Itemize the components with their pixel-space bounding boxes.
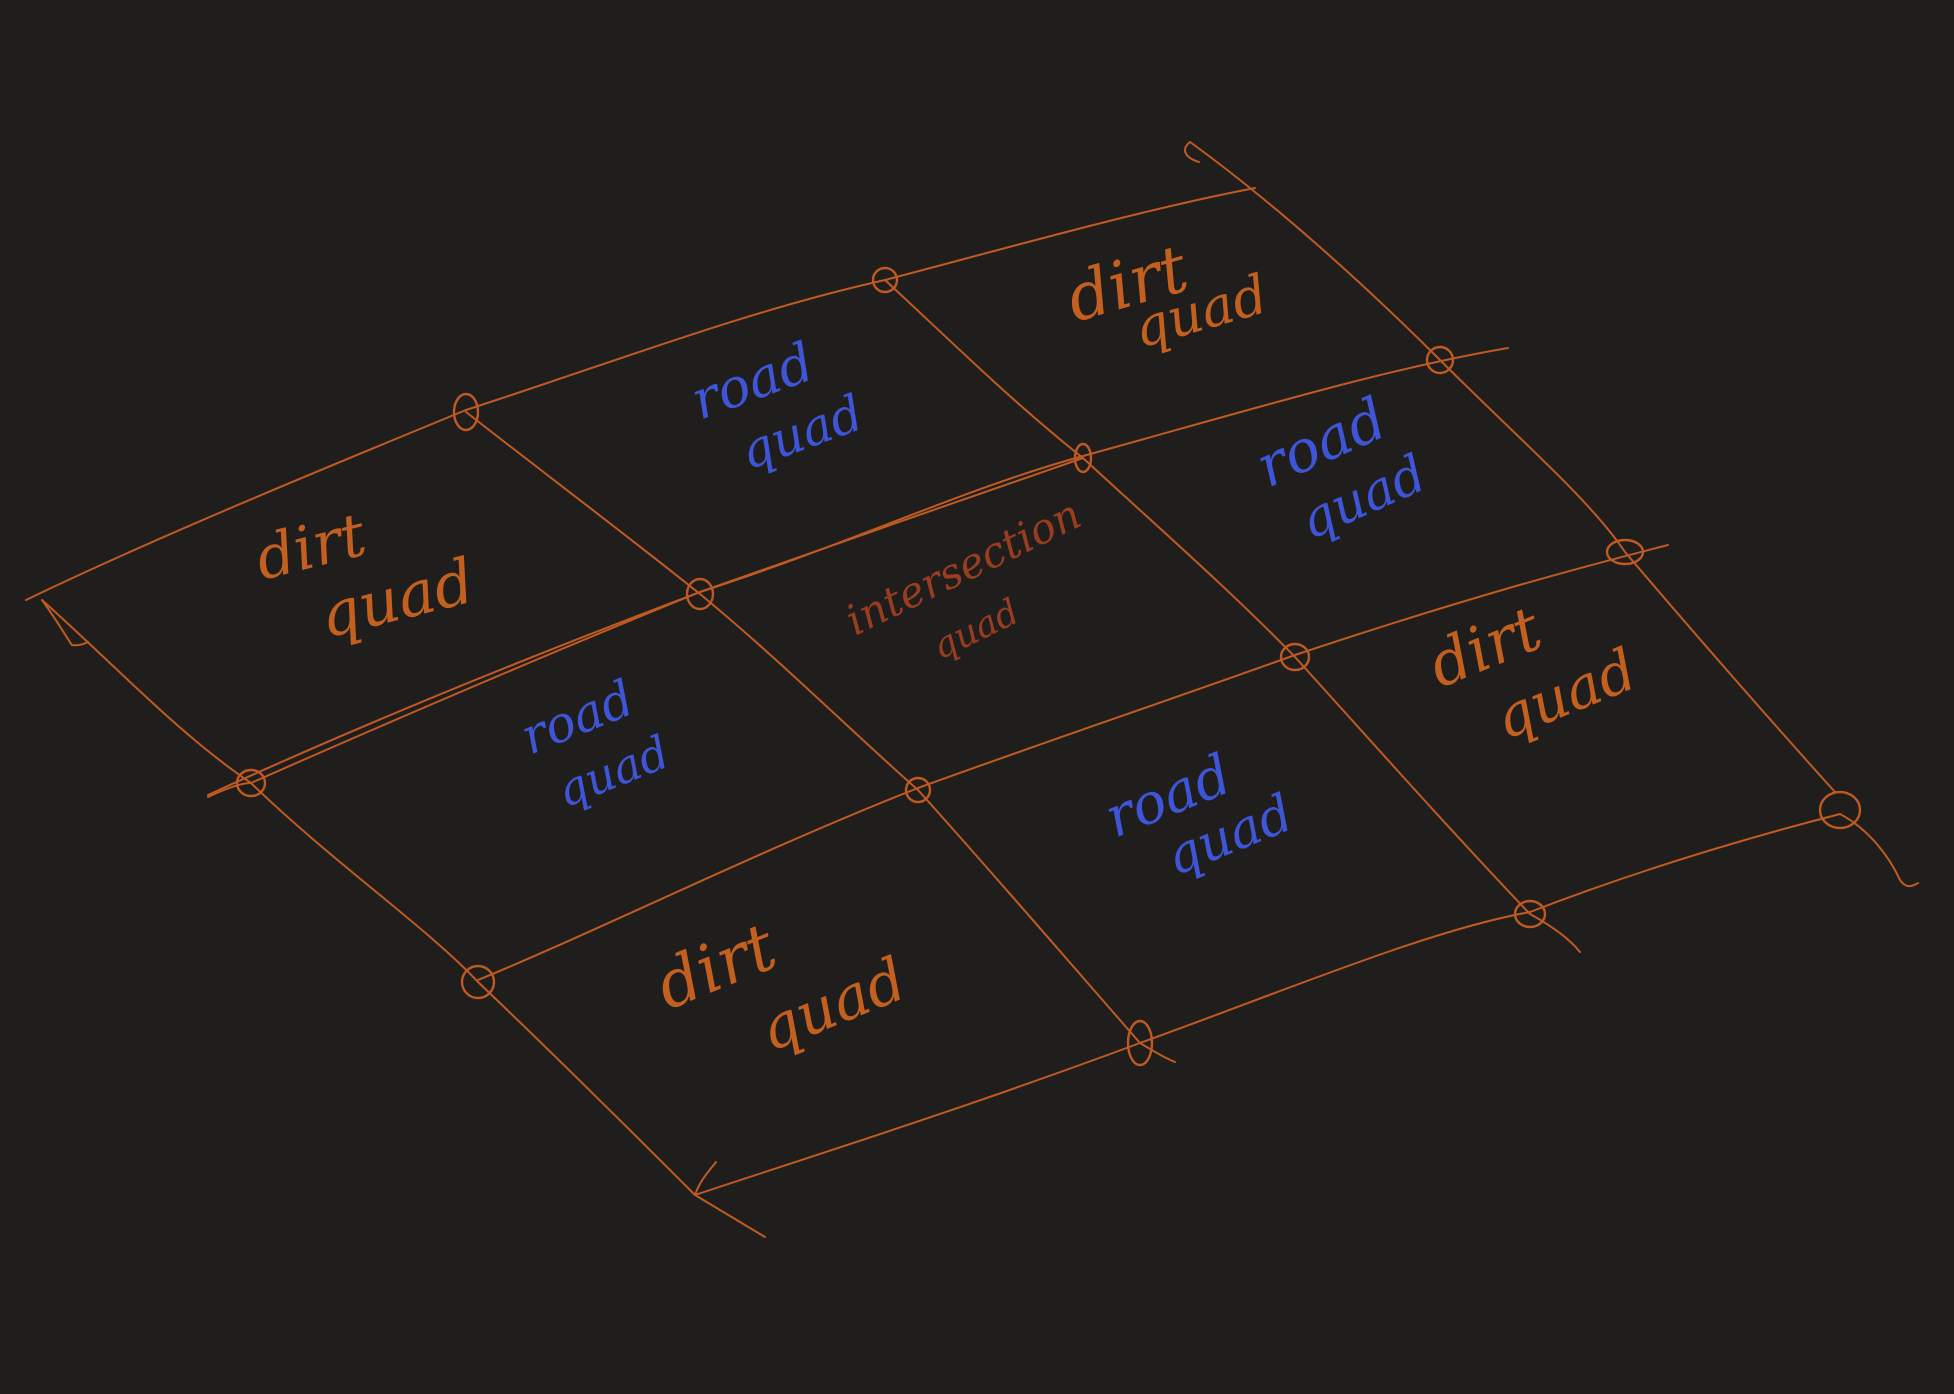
row-line-0	[25, 187, 1256, 601]
corner-stroke-left	[41, 599, 89, 647]
vertex-circle	[1279, 642, 1311, 672]
vertex-circle	[1425, 345, 1455, 375]
corner-stroke-bottom	[694, 1161, 766, 1238]
vertex-circle	[1605, 538, 1645, 566]
column-line-2	[884, 279, 1531, 915]
vertex-circle	[1513, 899, 1547, 929]
column-line-3	[1189, 141, 1836, 793]
vertex-circle	[1126, 1019, 1154, 1067]
grid-vertices	[235, 266, 1862, 1067]
corner-stroke-right	[1839, 813, 1919, 888]
column-lines	[41, 141, 1836, 1196]
row-line-4	[694, 813, 1841, 1196]
vertex-circle	[871, 266, 899, 294]
row-line-3	[477, 544, 1669, 981]
vertex-circle	[1818, 790, 1862, 830]
vertex-circle	[235, 768, 267, 798]
corner-strokes	[41, 599, 1919, 1238]
corner-stroke-mid-right	[1529, 913, 1581, 953]
vertex-circle	[685, 577, 715, 611]
row-line-1	[207, 347, 1509, 796]
corner-stroke-low-mid	[1139, 1042, 1176, 1063]
row-lines	[25, 187, 1841, 1196]
vertex-circle	[460, 964, 496, 1000]
vertex-circle	[452, 392, 480, 432]
vertex-circle	[1073, 442, 1093, 474]
column-line-stub-top	[1184, 141, 1200, 163]
column-line-1	[465, 411, 1141, 1044]
column-line-0	[41, 599, 696, 1196]
vertex-circle	[904, 776, 932, 804]
